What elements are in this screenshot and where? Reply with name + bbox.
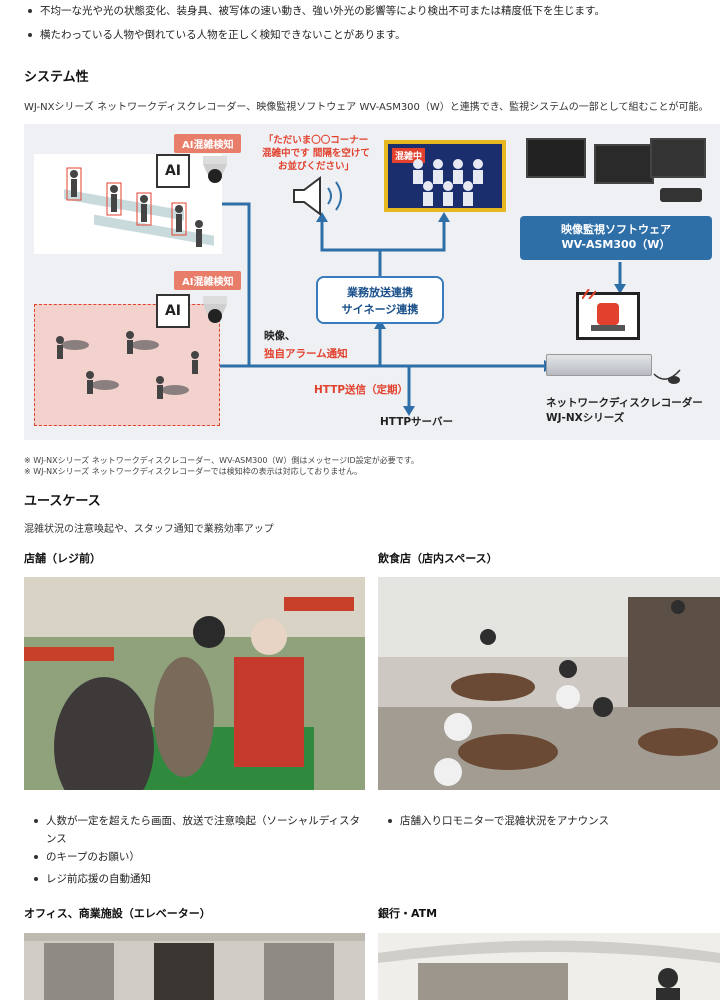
case-title-store: 店舗（レジ前）: [24, 552, 101, 565]
store-scene-illustration: [34, 154, 222, 254]
case-title-office: オフィス、商業施設（エレベーター）: [24, 907, 211, 920]
signage-display: 混雑中: [384, 140, 506, 212]
recorder-device-icon: [546, 354, 652, 376]
recorder-label: ネットワークディスクレコーダー WJ-NXシリーズ: [546, 397, 703, 424]
joystick-icon: [660, 188, 702, 202]
speaker-icon: [292, 176, 356, 216]
section-heading-usecase: ユースケース: [24, 494, 101, 509]
note-line: ※ WJ-NXシリーズ ネットワークディスクレコーダー、WV-ASM300（W）…: [24, 456, 419, 465]
case-title-restaurant: 飲食店（店内スペース）: [378, 552, 498, 565]
monitor-icon: [526, 138, 586, 178]
ai-badge-top: AI: [156, 154, 190, 188]
ai-label: AI: [164, 303, 182, 319]
camera-icon: [200, 156, 230, 192]
usecase-description: 混雑状況の注意喚起や、スタッフ通知で業務効率アップ: [24, 524, 274, 535]
system-description: WJ-NXシリーズ ネットワークディスクレコーダー、映像監視ソフトウェア WV-…: [24, 102, 709, 113]
alarm-monitor: [576, 292, 640, 340]
monitor-icon: [650, 138, 706, 178]
list-item: 店舗入り口モニターで混雑状況をアナウンス: [384, 812, 714, 830]
alarm-burst-icon: [581, 284, 597, 300]
ai-detection-tag-bottom: AI混雑検知: [174, 271, 242, 290]
list-item: 横たわっている人物や倒れている人物を正しく検知できないことがあります。: [24, 26, 704, 44]
system-diagram: AI AI混雑検知 AI AI混雑検知 「ただいま〇〇コーナー 混雑中です 間隔…: [24, 124, 720, 440]
store-checkout-photo: [24, 577, 365, 790]
camera-icon: [200, 296, 230, 332]
http-server-label: HTTPサーバー: [380, 416, 453, 428]
dining-scene-illustration: [34, 304, 220, 426]
broadcast-signage-box: 業務放送連携 サイネージ連携: [316, 276, 444, 324]
software-panel: 映像監視ソフトウェア WV-ASM300（W）: [520, 216, 712, 260]
ai-detection-tag-top: AI混雑検知: [174, 134, 242, 153]
diagram-notes: ※ WJ-NXシリーズ ネットワークディスクレコーダー、WV-ASM300（W）…: [24, 455, 714, 477]
bank-atm-photo: [378, 933, 720, 1000]
mouse-icon: [652, 362, 684, 388]
list-item: 人数が一定を超えたら画面、放送で注意喚起（ソーシャルディスタンス: [30, 812, 365, 848]
note-line: ※ WJ-NXシリーズ ネットワークディスクレコーダーでは検知枠の表示は対応して…: [24, 467, 362, 476]
http-send-label: HTTP送信（定期）: [314, 384, 409, 396]
ai-badge-bottom: AI: [156, 294, 190, 328]
case-bullets-restaurant: 店舗入り口モニターで混雑状況をアナウンス: [384, 812, 714, 830]
alarm-label: 独自アラーム通知: [264, 348, 348, 360]
case-bullets-store: 人数が一定を超えたら画面、放送で注意喚起（ソーシャルディスタンス のキープのお願…: [30, 812, 365, 888]
list-item-cont: のキープのお願い）: [30, 848, 365, 866]
restaurant-photo: [378, 577, 720, 790]
section-heading-system: システム性: [24, 70, 89, 85]
list-item: レジ前応援の自動通知: [30, 870, 365, 888]
ai-label: AI: [164, 163, 182, 179]
video-label: 映像、: [264, 330, 296, 342]
top-notes-list: 不均一な光や光の状態変化、装身具、被写体の速い動き、強い外光の影響等により検出不…: [24, 2, 704, 44]
announcement-text: 「ただいま〇〇コーナー 混雑中です 間隔を空けて お並びください」: [262, 135, 370, 172]
list-item: 不均一な光や光の状態変化、装身具、被写体の速い動き、強い外光の影響等により検出不…: [24, 2, 704, 20]
elevator-photo: [24, 933, 365, 1000]
case-title-bank: 銀行・ATM: [378, 907, 438, 920]
monitor-icon: [594, 144, 654, 184]
